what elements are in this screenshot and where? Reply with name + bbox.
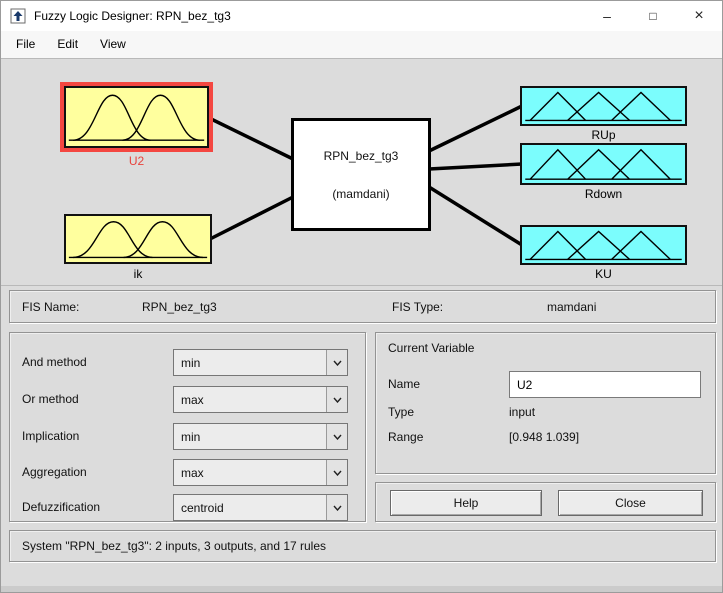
output-label-rup: RUp: [591, 128, 616, 142]
window-controls: – □ ×: [584, 1, 722, 31]
input-variable-u2[interactable]: [60, 82, 213, 152]
menu-edit[interactable]: Edit: [57, 37, 79, 51]
range-value: [0.948 1.039]: [509, 430, 580, 444]
system-diagram: U2 ik RPN_bez_tg3 (mamdani) RUp: [1, 58, 722, 286]
defuzzification-select[interactable]: centroid: [173, 494, 348, 521]
close-dialog-button[interactable]: Close: [558, 490, 703, 516]
input-label-u2: U2: [128, 154, 145, 168]
or-method-row: Or method max: [10, 386, 365, 413]
input-variable-ik[interactable]: [64, 214, 212, 264]
output-variable-ku[interactable]: [520, 225, 687, 265]
or-method-label: Or method: [22, 392, 79, 406]
system-box[interactable]: RPN_bez_tg3 (mamdani): [291, 118, 431, 231]
gaussian-mf-icon: [66, 88, 207, 146]
or-method-select[interactable]: max: [173, 386, 348, 413]
and-method-select[interactable]: min: [173, 349, 348, 376]
window-bottom-edge: [1, 586, 722, 592]
output-label-ku: KU: [595, 267, 612, 281]
system-type: (mamdani): [332, 186, 390, 201]
chevron-down-icon[interactable]: [326, 495, 347, 520]
maximize-button[interactable]: □: [649, 9, 657, 23]
connection-lines: [206, 104, 523, 247]
type-value: input: [509, 405, 536, 419]
menu-file[interactable]: File: [16, 37, 36, 51]
range-label: Range: [388, 430, 424, 444]
minimize-button[interactable]: –: [603, 8, 611, 24]
output-label-rdown: Rdown: [584, 187, 623, 201]
status-text: System "RPN_bez_tg3": 2 inputs, 3 output…: [22, 539, 327, 553]
buttons-panel: Help Close: [375, 482, 716, 522]
close-button[interactable]: ×: [694, 7, 704, 24]
title-bar: Fuzzy Logic Designer: RPN_bez_tg3 – □ ×: [1, 1, 722, 31]
window-title: Fuzzy Logic Designer: RPN_bez_tg3: [34, 9, 231, 23]
system-name: RPN_bez_tg3: [323, 148, 399, 163]
implication-label: Implication: [22, 429, 80, 443]
implication-select[interactable]: min: [173, 423, 348, 450]
and-method-row: And method min: [10, 349, 365, 376]
fis-name-label: FIS Name:: [22, 299, 80, 314]
output-variable-rup[interactable]: [520, 86, 687, 126]
type-label: Type: [388, 405, 415, 419]
fis-name-value: RPN_bez_tg3: [142, 299, 217, 314]
aggregation-label: Aggregation: [22, 465, 87, 479]
defuzzification-label: Defuzzification: [22, 500, 101, 514]
chevron-down-icon[interactable]: [326, 424, 347, 449]
triangular-mf-icon: [522, 88, 685, 124]
menu-bar: File Edit View: [1, 31, 722, 58]
triangular-mf-icon: [522, 145, 685, 183]
fis-type-label: FIS Type:: [392, 299, 444, 314]
input-label-ik: ik: [133, 267, 143, 281]
current-variable-title: Current Variable: [388, 341, 475, 355]
and-method-label: And method: [22, 355, 87, 369]
app-icon: [10, 8, 26, 24]
variable-name-input[interactable]: [509, 371, 701, 398]
menu-view[interactable]: View: [100, 37, 126, 51]
aggregation-select[interactable]: max: [173, 459, 348, 486]
chevron-down-icon[interactable]: [326, 460, 347, 485]
fis-info-bar: FIS Name: RPN_bez_tg3 FIS Type: mamdani: [9, 290, 716, 323]
chevron-down-icon[interactable]: [326, 350, 347, 375]
implication-row: Implication min: [10, 423, 365, 450]
defuzzification-row: Defuzzification centroid: [10, 494, 365, 521]
aggregation-row: Aggregation max: [10, 459, 365, 486]
chevron-down-icon[interactable]: [326, 387, 347, 412]
status-bar: System "RPN_bez_tg3": 2 inputs, 3 output…: [9, 530, 716, 562]
fis-type-value: mamdani: [547, 299, 597, 314]
help-button[interactable]: Help: [390, 490, 542, 516]
gaussian-mf-icon: [66, 216, 210, 262]
current-variable-panel: Current Variable Name Type input Range […: [375, 332, 716, 474]
methods-panel: And method min Or method max Implication…: [9, 332, 366, 522]
name-label: Name: [388, 377, 421, 391]
output-variable-rdown[interactable]: [520, 143, 687, 185]
triangular-mf-icon: [522, 227, 685, 263]
